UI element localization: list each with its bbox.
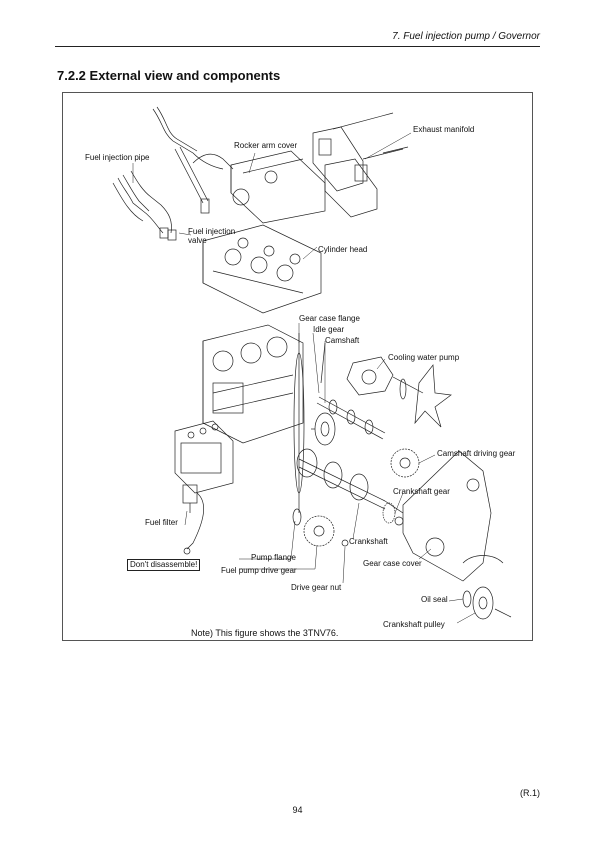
fuel-filter-drawing — [182, 484, 204, 555]
label-rocker-arm-cover: Rocker arm cover — [234, 141, 298, 150]
camshaft-driving-gear-drawing — [390, 448, 420, 478]
label-camshaft: Camshaft — [325, 336, 360, 345]
fuel-injection-pump-drawing — [174, 420, 234, 494]
cylinder-head-drawing — [202, 224, 322, 314]
label-oil-seal: Oil seal — [421, 595, 448, 604]
label-crankshaft-gear: Crankshaft gear — [393, 487, 450, 496]
rocker-arm-cover-drawing — [192, 150, 326, 224]
exhaust-manifold-drawing — [312, 112, 409, 218]
label-crankshaft: Crankshaft — [349, 537, 388, 546]
label-fuel-pump-drive-gear: Fuel pump drive gear — [221, 566, 297, 575]
exploded-engine-illustration — [112, 106, 512, 624]
figure-note: Note) This figure shows the 3TNV76. — [191, 628, 339, 638]
fuel-injection-valve-drawing — [174, 146, 210, 214]
label-idle-gear: Idle gear — [313, 325, 345, 334]
idle-gear-drawing — [311, 412, 336, 446]
label-fuel-injection-pipe: Fuel injection pipe — [85, 153, 150, 162]
label-crankshaft-pulley: Crankshaft pulley — [383, 620, 445, 629]
label-camshaft-driving-gear: Camshaft driving gear — [437, 449, 516, 458]
revision-mark: (R.1) — [520, 788, 540, 798]
gear-case-flange-drawing — [293, 333, 305, 513]
label-drive-gear-nut: Drive gear nut — [291, 583, 342, 592]
label-cylinder-head: Cylinder head — [318, 245, 368, 254]
label-gear-case-cover: Gear case cover — [363, 559, 422, 568]
cooling-water-pump-drawing — [346, 356, 452, 428]
fuel-injection-pipe-drawing — [112, 106, 224, 241]
label-fuel-filter: Fuel filter — [145, 518, 178, 527]
header-chapter-title: 7. Fuel injection pump / Governor — [392, 31, 540, 42]
warning-dont-disassemble: Don't disassemble! — [127, 559, 201, 571]
crankshaft-pulley-drawing — [462, 586, 512, 620]
gear-case-cover-drawing — [402, 450, 504, 582]
section-title: 7.2.2 External view and components — [57, 68, 281, 83]
label-pump-flange: Pump flange — [251, 553, 296, 562]
leader-lines — [132, 132, 476, 624]
camshaft-drawing — [316, 342, 386, 440]
label-gear-case-flange: Gear case flange — [299, 314, 360, 323]
header-rule — [55, 46, 540, 47]
cylinder-block-drawing — [202, 324, 304, 444]
page-number: 94 — [292, 805, 303, 815]
label-cooling-water-pump: Cooling water pump — [388, 353, 460, 362]
label-exhaust-manifold: Exhaust manifold — [413, 125, 475, 134]
figure-frame: Exhaust manifold Rocker arm cover Fuel i… — [62, 92, 533, 641]
fuel-pump-drive-gear-drawing — [292, 508, 349, 547]
label-fuel-injection-valve: Fuel injection valve — [188, 227, 236, 245]
crankshaft-drawing — [296, 448, 404, 514]
